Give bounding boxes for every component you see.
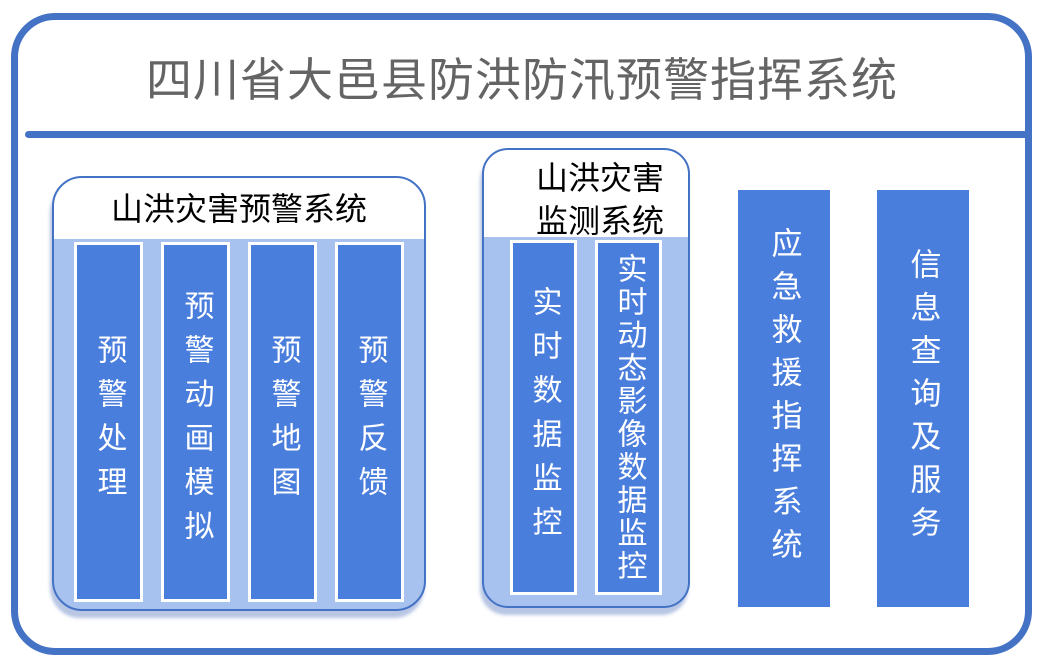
bar-warning-animation-simulation: 预警动画模拟 <box>161 242 230 602</box>
group-flood-monitoring-label: 山洪灾害监测系统 <box>535 160 664 239</box>
bar-warning-map: 预警地图 <box>248 242 317 602</box>
bar-realtime-video-data-monitoring-label: 实时动态影像数据监控 <box>612 252 646 583</box>
monitoring-system-bars: 实时数据监控 实时动态影像数据监控 <box>484 240 688 595</box>
bar-info-query-and-service-label: 信息查询及服务 <box>905 248 941 549</box>
bar-info-query-and-service: 信息查询及服务 <box>877 190 969 607</box>
bar-warning-map-label: 预警地图 <box>266 334 300 510</box>
warning-system-bars: 预警处理 预警动画模拟 预警地图 预警反馈 <box>54 242 424 602</box>
bar-warning-animation-simulation-label: 预警动画模拟 <box>179 290 213 554</box>
bar-realtime-data-monitoring: 实时数据监控 <box>510 240 577 595</box>
outer-frame <box>11 13 1032 655</box>
title-divider <box>25 131 1028 138</box>
bar-warning-feedback-label: 预警反馈 <box>353 334 387 510</box>
page-title: 四川省大邑县防洪防汛预警指挥系统 <box>146 54 898 106</box>
bar-warning-processing: 预警处理 <box>74 242 143 602</box>
group-flood-warning-label: 山洪灾害预警系统 <box>110 191 367 227</box>
bar-realtime-data-monitoring-label: 实时数据监控 <box>527 285 561 550</box>
bar-realtime-video-data-monitoring: 实时动态影像数据监控 <box>595 240 662 595</box>
bar-emergency-rescue-command-system-label: 应急救援指挥系统 <box>766 226 802 571</box>
group-flood-monitoring-system: 山洪灾害监测系统 实时数据监控 实时动态影像数据监控 <box>482 148 690 608</box>
bar-warning-processing-label: 预警处理 <box>92 334 126 510</box>
bar-warning-feedback: 预警反馈 <box>335 242 404 602</box>
group-flood-warning-system: 山洪灾害预警系统 预警处理 预警动画模拟 预警地图 预警反馈 <box>52 176 426 611</box>
bar-emergency-rescue-command-system: 应急救援指挥系统 <box>738 190 830 607</box>
